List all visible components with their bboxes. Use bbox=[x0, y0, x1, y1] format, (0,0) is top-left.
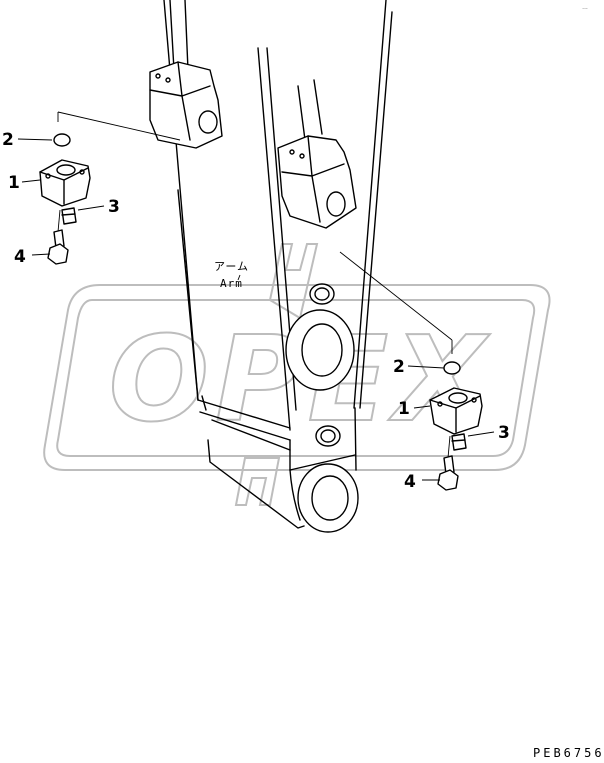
upper-left-hose-block bbox=[149, 0, 223, 149]
callout-right-2: 2 bbox=[393, 357, 405, 377]
right-parts-set: 2 1 3 4 bbox=[339, 251, 510, 492]
nipple-left bbox=[61, 207, 77, 225]
nipple-right bbox=[451, 433, 467, 451]
callout-left-3: 3 bbox=[108, 197, 120, 217]
lower-right-hose-block bbox=[277, 79, 357, 229]
callout-left-1: 1 bbox=[8, 173, 20, 193]
drawing-code: PEB6756 bbox=[533, 746, 604, 760]
arm-pins bbox=[285, 283, 359, 533]
left-parts-set: 2 1 3 4 bbox=[2, 111, 181, 267]
callout-right-1: 1 bbox=[398, 399, 410, 419]
callout-left-4: 4 bbox=[14, 247, 26, 267]
arm-structure bbox=[163, 0, 393, 529]
corner-mark: --- bbox=[582, 6, 588, 12]
bolt-left bbox=[53, 229, 65, 249]
arm-label-english: Arm bbox=[220, 277, 243, 290]
flange-left bbox=[39, 159, 91, 207]
callout-right-3: 3 bbox=[498, 423, 510, 443]
callout-right-4: 4 bbox=[404, 472, 416, 492]
o-ring-left bbox=[53, 133, 71, 147]
callout-left-2: 2 bbox=[2, 130, 14, 150]
bolt-right bbox=[443, 455, 455, 475]
o-ring-right bbox=[443, 361, 461, 375]
arm-label-japanese: アーム bbox=[214, 260, 249, 273]
